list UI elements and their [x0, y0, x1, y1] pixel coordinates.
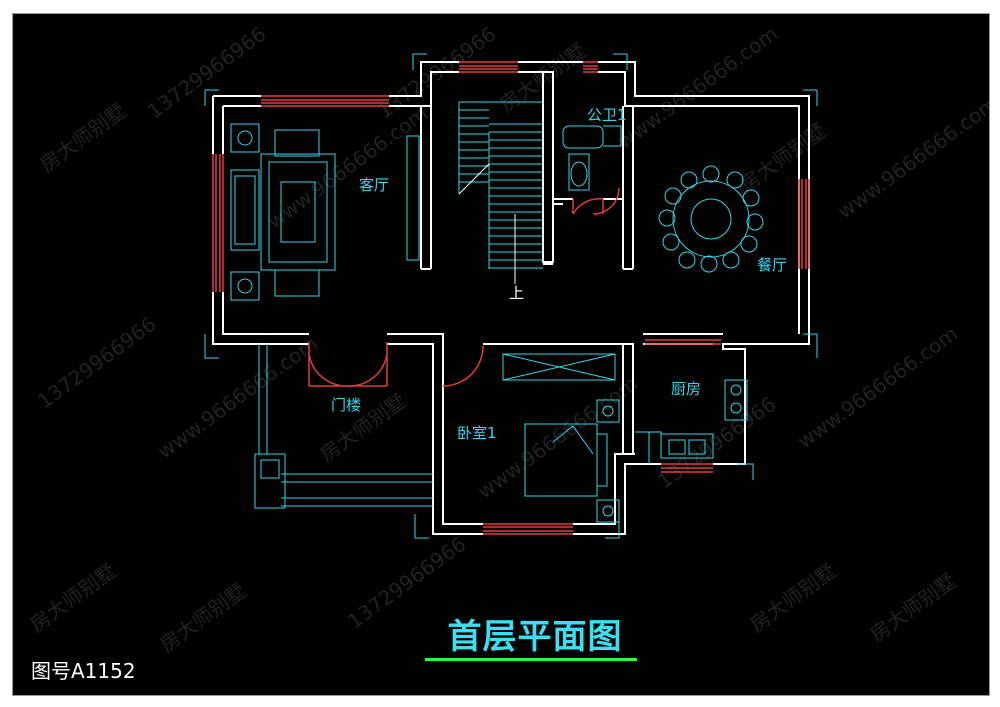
drawing-frame: 房大师别墅 13729966966 www.9666666.com 137299… — [12, 13, 990, 696]
room-label-bathroom: 公卫1 — [587, 106, 627, 124]
stair-up-label: 上 — [509, 284, 525, 302]
drawing-number: 图号A1152 — [31, 659, 136, 683]
room-label-dining: 餐厅 — [757, 256, 788, 274]
kitchen-counter — [635, 379, 748, 464]
room-label-entrance: 门楼 — [331, 396, 362, 414]
sofa-set — [230, 123, 336, 301]
staircase — [458, 101, 543, 284]
room-label-living: 客厅 — [359, 176, 390, 194]
tv-cabinet — [406, 135, 420, 261]
wardrobe — [502, 353, 616, 381]
dining-table — [658, 165, 764, 273]
floor-plan-drawing — [204, 53, 818, 539]
title-underline — [425, 658, 637, 661]
doors — [308, 187, 620, 387]
fixtures — [204, 53, 818, 539]
room-label-kitchen: 厨房 — [671, 380, 702, 398]
bed — [524, 399, 620, 523]
exterior-walls — [212, 61, 810, 535]
room-label-bedroom: 卧室1 — [457, 424, 497, 442]
bathroom-fixtures — [562, 125, 622, 191]
porch-lines — [254, 344, 433, 509]
plan-title: 首层平面图 — [447, 617, 623, 657]
windows — [212, 61, 810, 535]
